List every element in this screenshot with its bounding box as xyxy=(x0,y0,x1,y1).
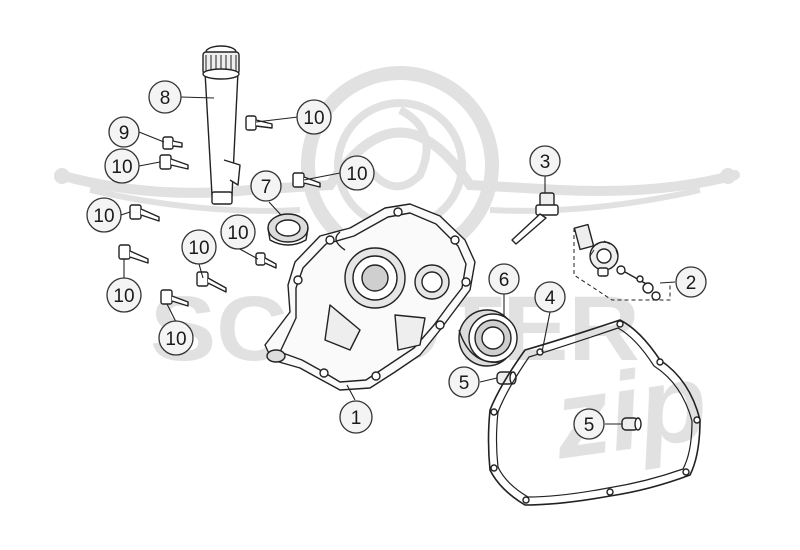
callout-label: 1 xyxy=(351,408,362,429)
callout-label: 3 xyxy=(540,152,551,173)
oil-filler-tube-part xyxy=(202,45,241,205)
oil-seal-part xyxy=(267,213,309,246)
bolt-part xyxy=(255,252,277,269)
callout-label: 10 xyxy=(227,223,248,244)
watermark-suffix-text: zip xyxy=(545,339,714,482)
callout-3: 3 xyxy=(529,145,561,177)
callout-label: 10 xyxy=(93,206,114,227)
callout-10-g: 10 xyxy=(181,229,217,265)
callout-10-b: 10 xyxy=(296,99,332,135)
callout-1: 1 xyxy=(339,400,373,434)
oil-sensor-part xyxy=(511,192,559,245)
bolt-part xyxy=(245,115,273,131)
governor-group-bracket xyxy=(573,228,671,301)
bolt-part xyxy=(159,154,189,170)
callout-label: 10 xyxy=(113,286,134,307)
callout-label: 10 xyxy=(303,108,324,129)
callout-label: 6 xyxy=(499,270,510,291)
callout-label: 10 xyxy=(188,238,209,259)
callout-label: 10 xyxy=(111,157,132,178)
callout-10-c: 10 xyxy=(339,155,375,191)
callout-10-h: 10 xyxy=(158,320,194,356)
callout-label: 4 xyxy=(545,288,556,309)
callout-10-d: 10 xyxy=(86,197,122,233)
callout-label: 7 xyxy=(261,177,272,198)
callout-10-e: 10 xyxy=(106,277,142,313)
dowel-pin-part xyxy=(496,371,517,385)
callout-2: 2 xyxy=(675,266,707,298)
callout-label: 10 xyxy=(346,164,367,185)
bolt-part xyxy=(129,204,160,222)
callout-label: 8 xyxy=(160,88,171,109)
callout-label: 5 xyxy=(459,373,470,394)
gasket-part xyxy=(487,319,701,506)
callout-5-b: 5 xyxy=(573,408,605,440)
callout-9: 9 xyxy=(108,116,140,148)
callout-label: 10 xyxy=(165,329,186,350)
leader-lines xyxy=(120,96,676,425)
callout-8: 8 xyxy=(148,80,182,114)
bolt-part xyxy=(118,244,149,264)
callout-label: 9 xyxy=(119,123,130,144)
bolt-part xyxy=(196,271,227,293)
crankcase-cover-part xyxy=(264,203,476,391)
dowel-pin-part xyxy=(621,417,642,431)
callout-4: 4 xyxy=(534,281,566,313)
callout-10-a: 10 xyxy=(104,148,140,184)
bearing-part xyxy=(458,309,518,367)
callout-label: 2 xyxy=(686,273,697,294)
bolt-part xyxy=(160,289,189,307)
callout-7: 7 xyxy=(250,170,282,202)
callout-label: 5 xyxy=(584,415,595,436)
callout-10-f: 10 xyxy=(220,214,256,250)
callout-5-a: 5 xyxy=(448,366,480,398)
bolt-part xyxy=(162,136,183,150)
governor-gear-part xyxy=(573,223,661,301)
callout-6: 6 xyxy=(488,263,520,295)
